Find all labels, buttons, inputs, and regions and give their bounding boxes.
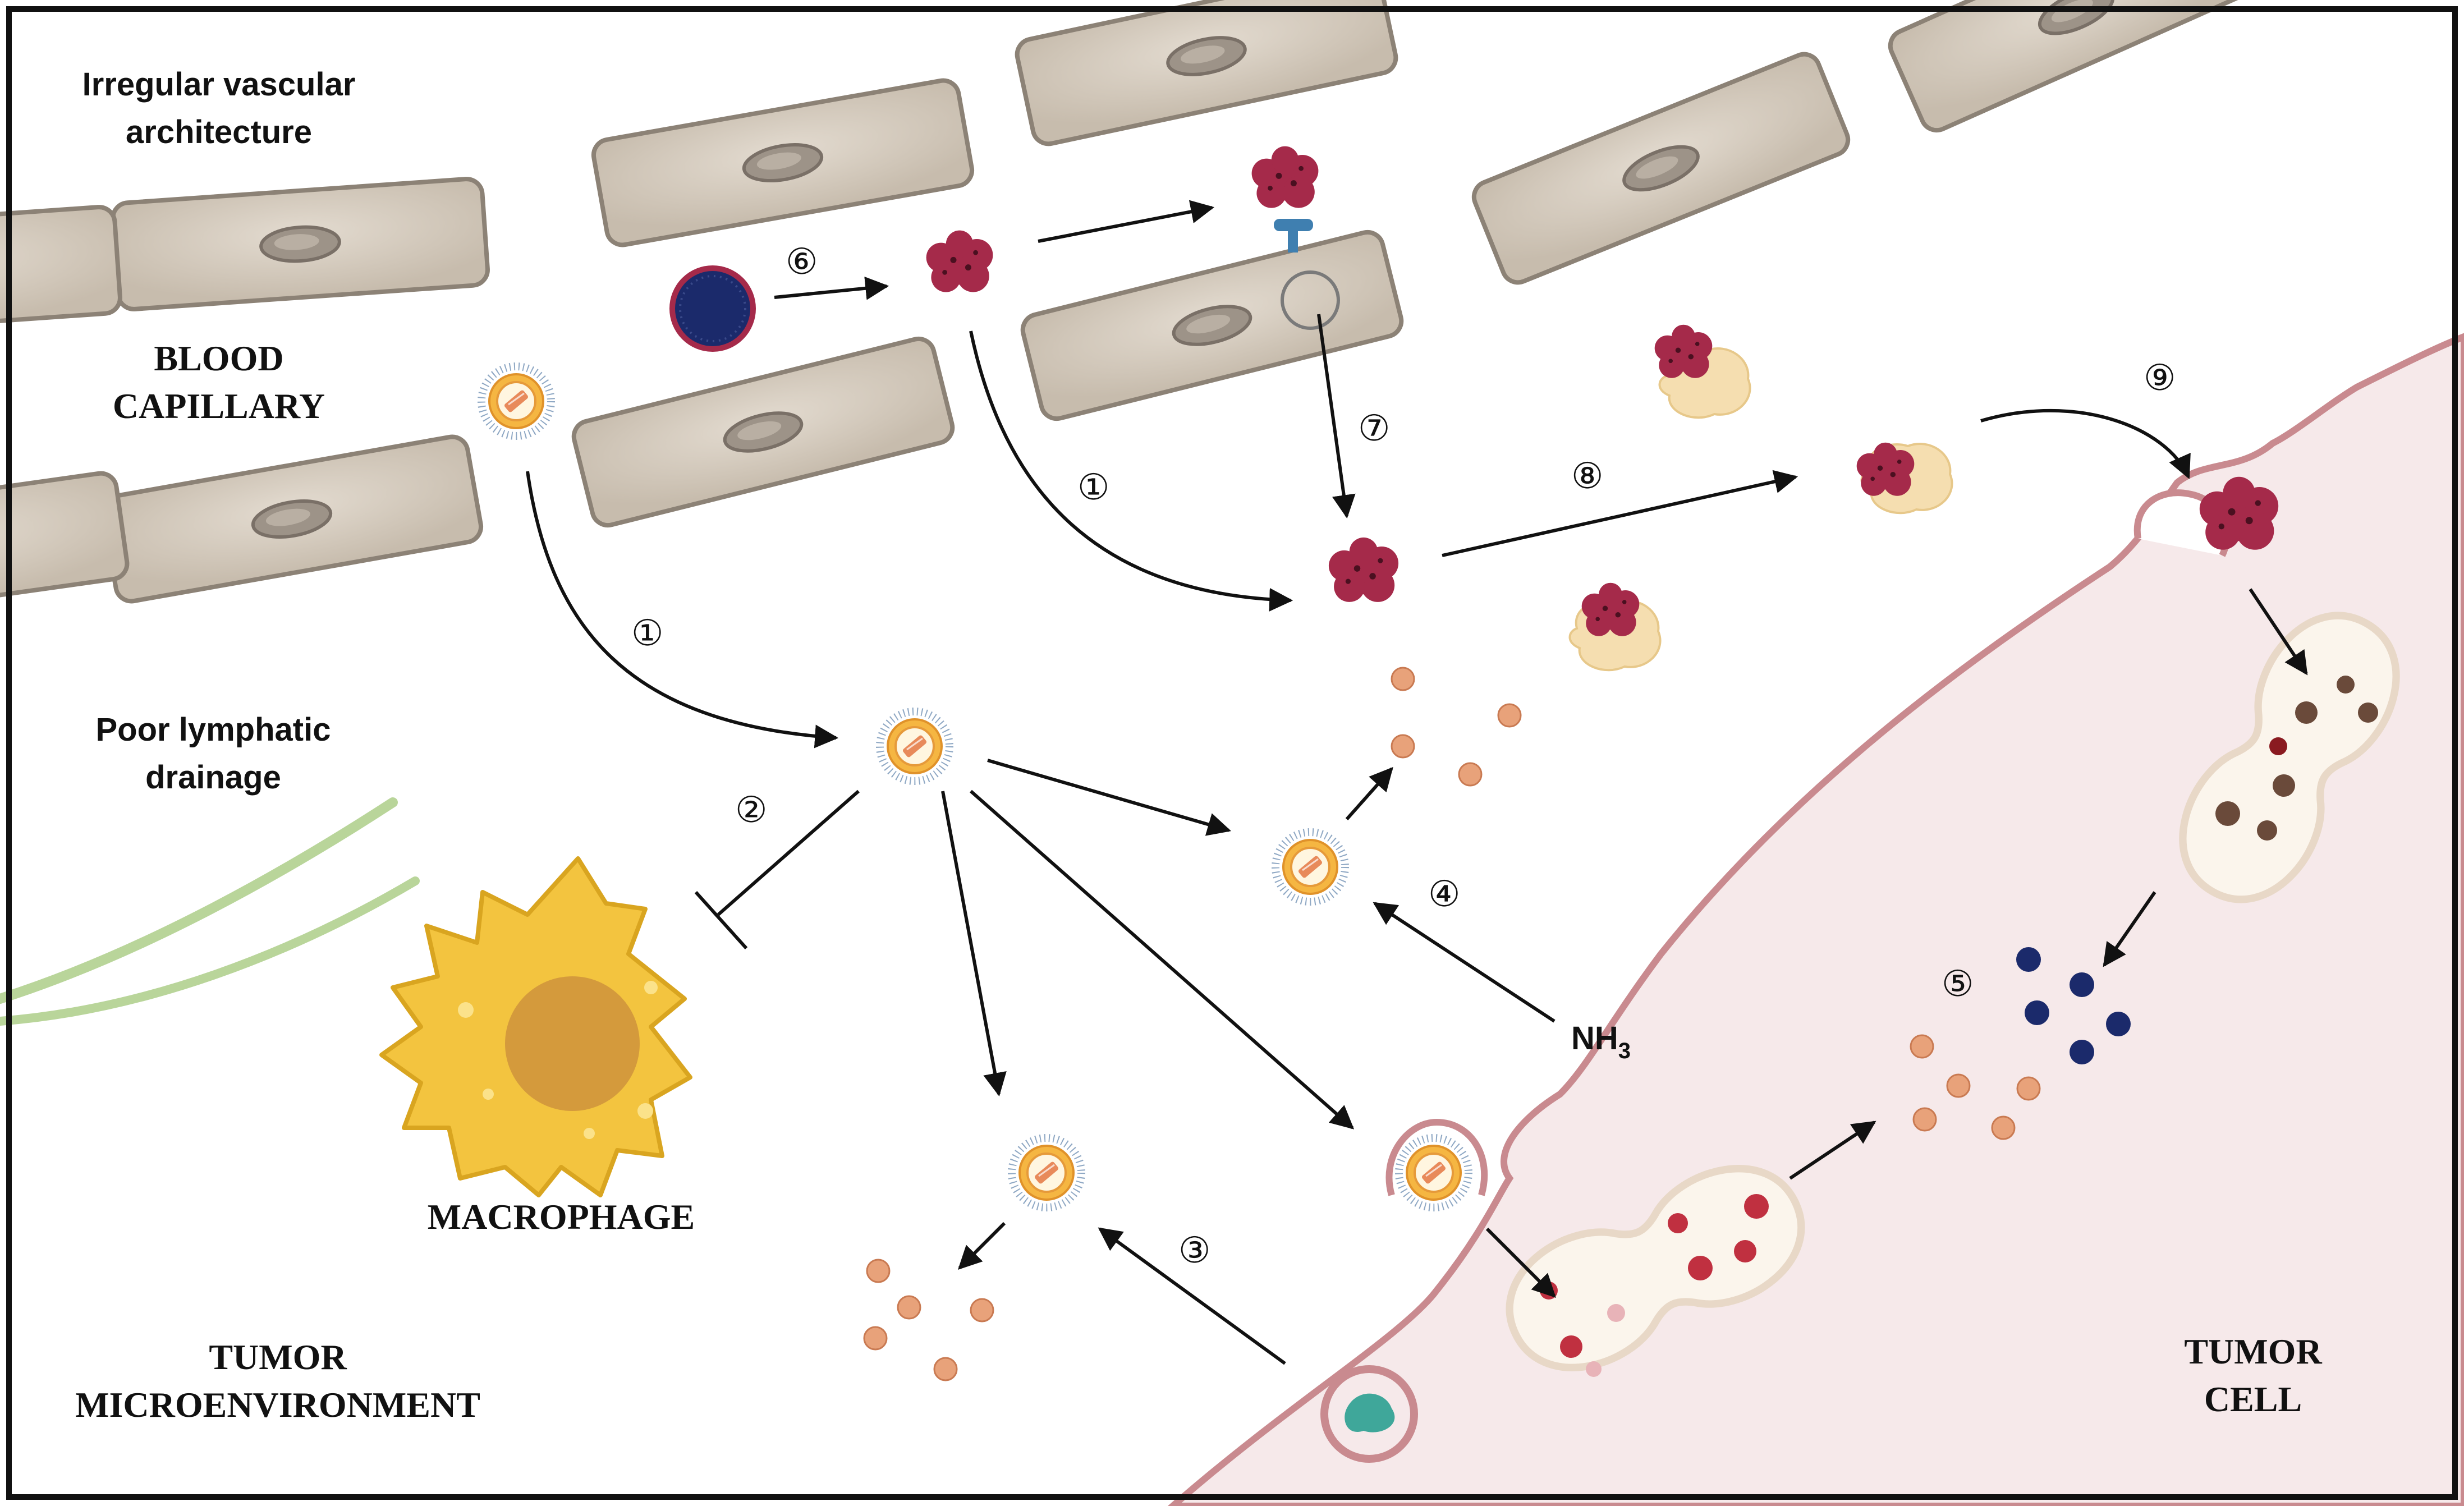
label-irregular-vascular-1: Irregular vascular (82, 66, 356, 103)
lymphatic-vessel (0, 797, 420, 1026)
step-3: ③ (1178, 1230, 1210, 1271)
receptor (1274, 219, 1340, 330)
step-1-lower: ① (631, 613, 663, 654)
tumor-cell (1167, 333, 2464, 1506)
step-4: ④ (1428, 874, 1460, 915)
text-labels: Irregular vascular architecture BLOOD CA… (75, 66, 2322, 1425)
step-5: ⑤ (1942, 963, 1974, 1005)
nh3-base: NH (1571, 1020, 1618, 1057)
frame-border (6, 6, 2458, 1500)
step-8: ⑧ (1571, 456, 1603, 497)
released-drug-dots (863, 667, 2041, 1381)
label-nh3: NH3 (1571, 1020, 1631, 1063)
label-blood-capillary-1: BLOOD (154, 338, 283, 378)
label-irregular-vascular-2: architecture (126, 114, 312, 150)
endocytic-vesicle (1320, 1365, 1418, 1463)
label-tumor-cell-2: CELL (2204, 1379, 2302, 1419)
step-9: ⑨ (2144, 357, 2176, 399)
nh3-subscript: 3 (1618, 1039, 1631, 1063)
label-tumor-cell-1: TUMOR (2184, 1331, 2322, 1371)
step-labels: ⑥ ① ⑦ ⑧ ⑨ ① ② ④ ⑤ ③ (631, 241, 2176, 1271)
label-blood-capillary-2: CAPILLARY (113, 386, 325, 426)
label-tumor-microenv-1: TUMOR (209, 1337, 347, 1377)
macrophage (379, 856, 692, 1197)
step-2: ② (735, 789, 767, 831)
arrows (526, 200, 2308, 1365)
label-poor-lymphatic-2: drainage (145, 759, 281, 796)
label-poor-lymphatic-1: Poor lymphatic (96, 711, 331, 748)
step-1-upper: ① (1077, 467, 1109, 508)
albumin-nanoparticle (669, 265, 756, 352)
label-tumor-microenv-2: MICROENVIRONMENT (75, 1385, 480, 1425)
step-7: ⑦ (1358, 408, 1390, 449)
dark-drug-dots (2016, 947, 2131, 1064)
label-macrophage: MACROPHAGE (428, 1197, 695, 1237)
protein-complexes (1568, 324, 1953, 672)
step-6: ⑥ (786, 241, 818, 283)
